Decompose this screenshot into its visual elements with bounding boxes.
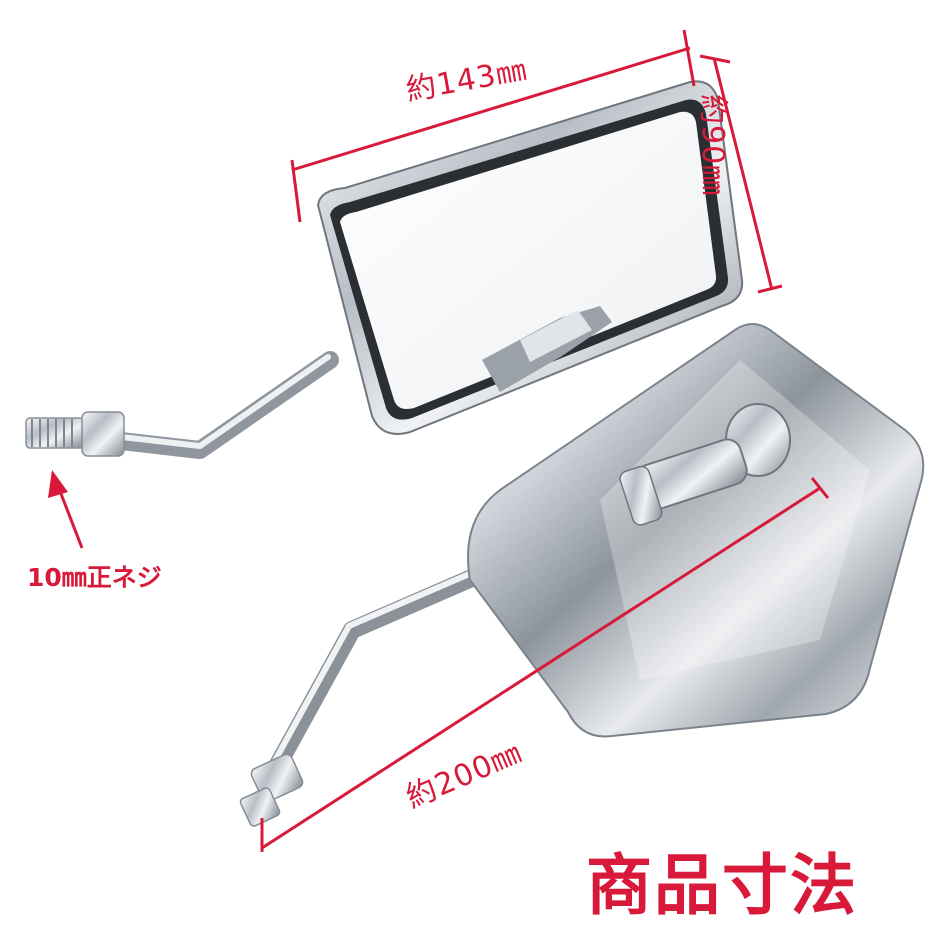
right-mirror-back [467,323,925,738]
right-mirror-thread [239,753,304,827]
length-dimension-line [261,486,821,850]
thread-size-label: 10㎜正ネジ [27,563,162,592]
width-dimension-line [291,46,691,172]
left-mirror-glass [340,111,717,409]
height-dimension-line [712,57,774,291]
thread-arrow [56,485,84,549]
thread-arrow-head [48,470,68,498]
height-dimension-label: 約90㎜ [695,94,730,197]
pivot-mount [619,403,791,526]
left-mirror [25,80,744,459]
dimension-lines [48,29,830,852]
left-mirror-stem [86,351,339,459]
mount-reflection [482,306,612,392]
right-mirror [239,323,925,827]
product-dimensions-title: 商品寸法 [586,847,858,924]
left-mirror-thread [25,411,125,457]
